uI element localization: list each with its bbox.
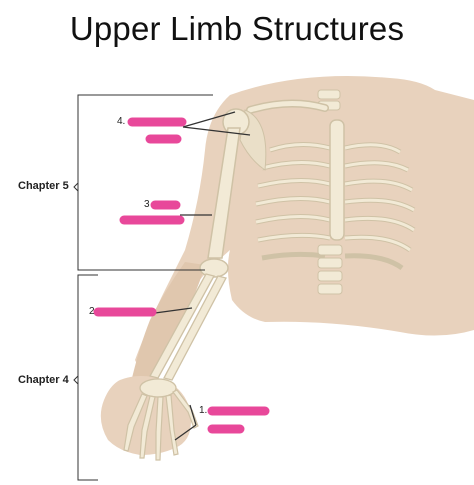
sternum <box>329 119 345 241</box>
humerus <box>207 127 241 259</box>
clavicle-highlight <box>247 100 328 113</box>
leader-lines <box>154 111 251 441</box>
page-title: Upper Limb Structures <box>69 10 405 47</box>
ribcage-highlight <box>255 143 415 252</box>
label-number-4: 4. <box>117 116 126 127</box>
carpals <box>139 378 177 398</box>
spine <box>317 89 343 295</box>
redaction-bars <box>93 117 270 434</box>
label-number-3: 3 <box>144 199 150 210</box>
forearm-skin <box>132 262 205 380</box>
body-silhouette <box>135 76 474 380</box>
chapter-5-label: Chapter 5 <box>18 180 69 192</box>
ulna <box>149 273 215 379</box>
radius <box>163 275 227 381</box>
chapter-4-label: Chapter 4 <box>18 374 69 386</box>
label-number-2: 2 <box>89 306 95 317</box>
elbow-joint <box>199 258 229 278</box>
chapter-brackets <box>73 94 213 481</box>
hand-bones <box>123 389 199 461</box>
label-number-1: 1. <box>199 405 208 416</box>
